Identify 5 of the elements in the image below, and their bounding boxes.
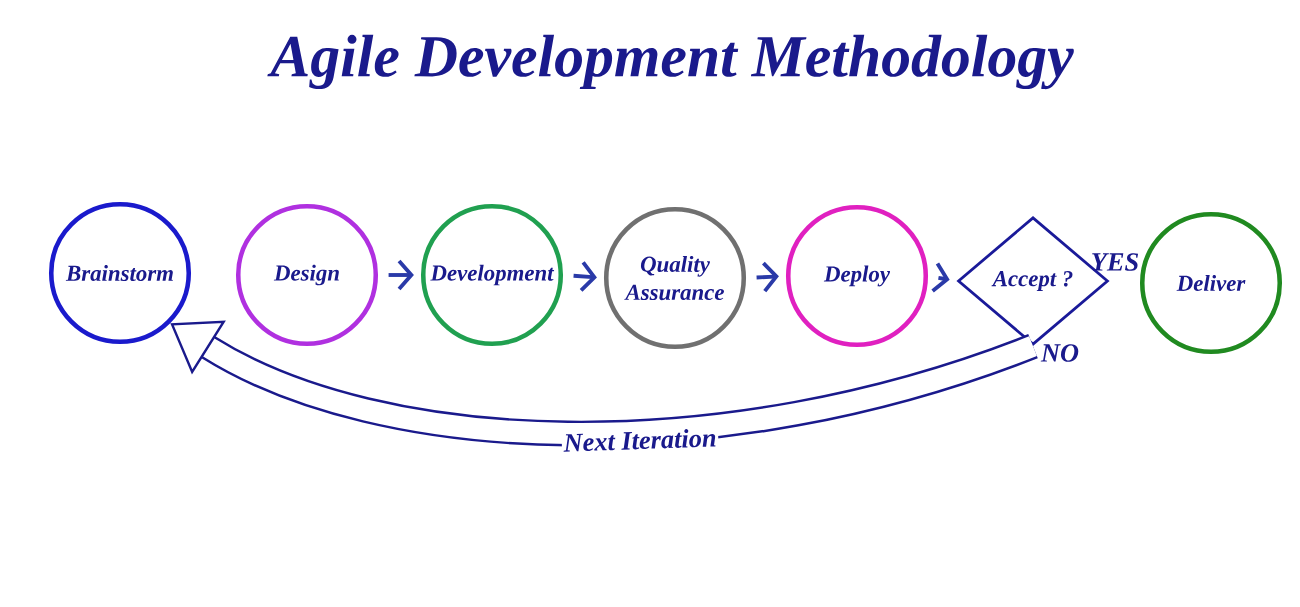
curved-arrow (170, 320, 1038, 447)
branch-label: YES (1092, 253, 1139, 271)
edge-label: Next Iteration (561, 426, 719, 454)
title: Agile Development Methodology (267, 34, 1074, 90)
branch-label: NO (1040, 344, 1079, 362)
